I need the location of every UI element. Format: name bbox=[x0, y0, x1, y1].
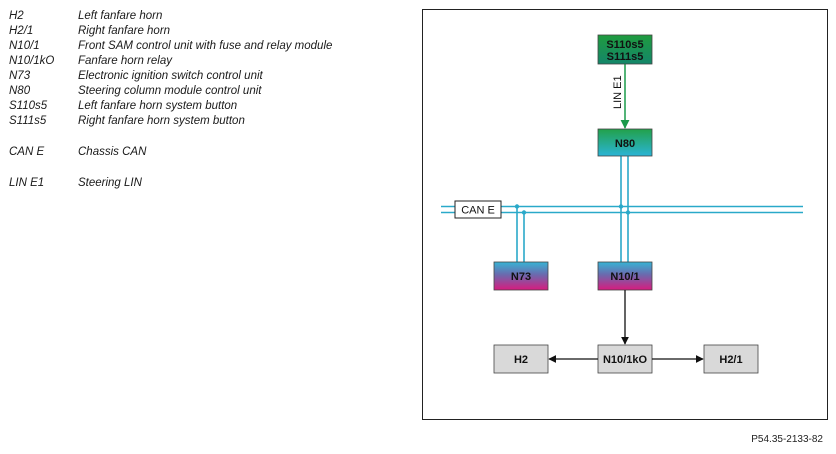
legend-desc: Left fanfare horn bbox=[78, 10, 163, 22]
node-s111s5-label: S111s5 bbox=[607, 51, 644, 63]
legend-desc: Steering LIN bbox=[78, 177, 142, 189]
bus-junction bbox=[618, 204, 624, 209]
node-n10-1ko-label: N10/1kO bbox=[603, 354, 647, 366]
node-h2-1-label: H2/1 bbox=[719, 354, 742, 366]
legend-desc: Front SAM control unit with fuse and rel… bbox=[78, 40, 333, 52]
node-h2 bbox=[493, 344, 549, 374]
node-h2-label: H2 bbox=[514, 354, 528, 366]
lin-e1-label: LIN E1 bbox=[612, 75, 624, 109]
node-n80 bbox=[597, 128, 653, 157]
node-n10-1 bbox=[597, 261, 653, 291]
node-n73 bbox=[493, 261, 549, 291]
legend-code: H2/1 bbox=[9, 25, 34, 37]
node-n73-label: N73 bbox=[511, 271, 531, 283]
legend-desc: Steering column module control unit bbox=[78, 85, 262, 97]
legend-code: H2 bbox=[9, 10, 24, 22]
legend-code: CAN E bbox=[9, 146, 45, 158]
node-s110s5-label: S110s5 bbox=[606, 39, 643, 51]
can-e-label: CAN E bbox=[461, 205, 495, 217]
node-s110s5-s111s5 bbox=[597, 34, 653, 65]
bus-junction bbox=[521, 210, 527, 215]
legend-code: N10/1 bbox=[9, 40, 40, 52]
legend-desc: Left fanfare horn system button bbox=[78, 100, 238, 112]
node-h2-1 bbox=[703, 344, 759, 374]
legend-code: LIN E1 bbox=[9, 177, 45, 189]
legend-desc: Right fanfare horn system button bbox=[78, 115, 245, 127]
node-n10-1ko bbox=[597, 344, 653, 374]
legend-desc: Right fanfare horn bbox=[78, 25, 171, 37]
legend-code: N10/1kO bbox=[9, 55, 55, 67]
legend-code: N73 bbox=[9, 70, 31, 82]
can-e-label-box bbox=[454, 200, 502, 219]
bus-junction bbox=[514, 204, 520, 209]
node-n80-label: N80 bbox=[615, 138, 635, 150]
node-n10-1-label: N10/1 bbox=[610, 271, 639, 283]
figure-reference: P54.35-2133-82 bbox=[751, 434, 823, 445]
legend-desc: Electronic ignition switch control unit bbox=[78, 70, 263, 82]
legend-desc: Fanfare horn relay bbox=[78, 55, 172, 67]
legend-code: S111s5 bbox=[9, 115, 47, 127]
legend-code: N80 bbox=[9, 85, 31, 97]
diagram-frame bbox=[422, 9, 828, 420]
legend-code: S110s5 bbox=[9, 100, 48, 112]
legend-desc: Chassis CAN bbox=[78, 146, 147, 158]
bus-junction bbox=[625, 210, 631, 215]
